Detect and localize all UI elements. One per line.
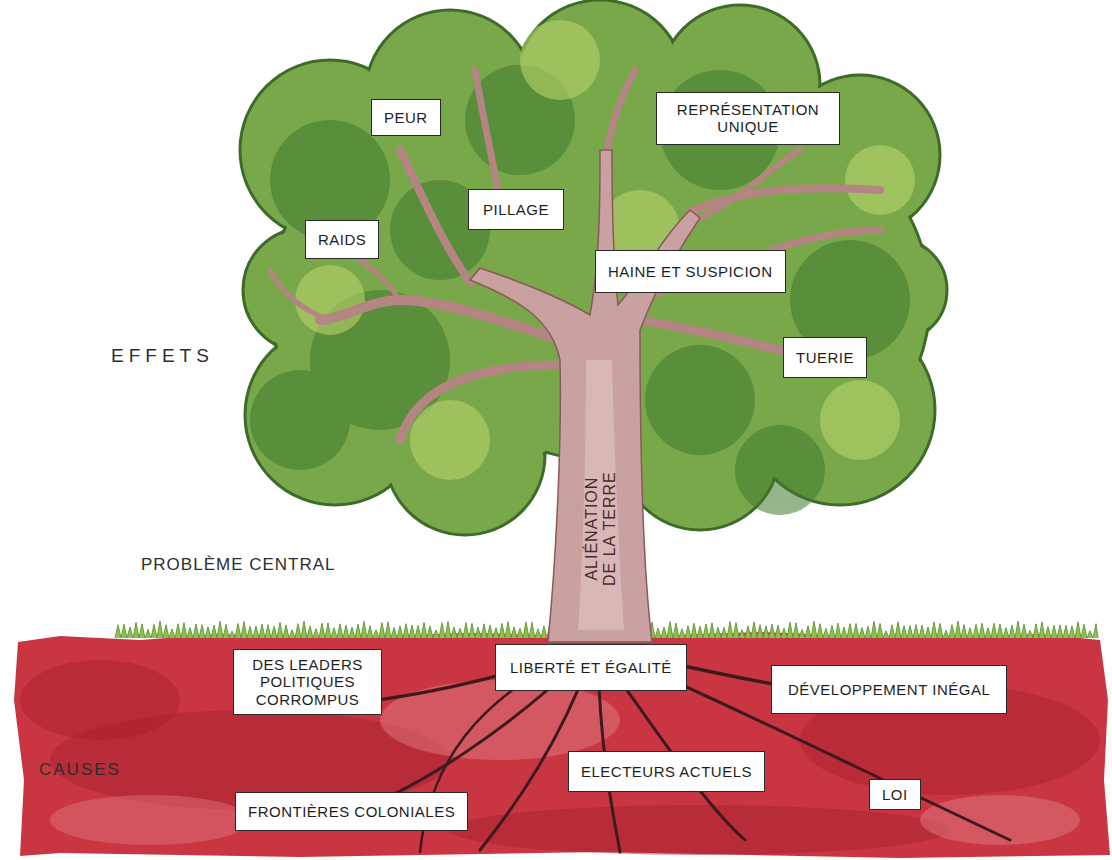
problem-tree-box: LIBERTÉ ET ÉGALITÉ [495,644,687,691]
problem-tree-box: REPRÉSENTATION UNIQUE [656,92,840,145]
section-label: CAUSES [39,760,121,780]
tree-shape [645,345,755,455]
problem-tree-box: PEUR [371,99,441,136]
problem-tree-box: PILLAGE [468,189,564,230]
box-text: TUERIE [796,349,854,366]
box-text: LOI [882,786,908,803]
tree-shape [578,360,624,630]
tree-shape [920,795,1080,845]
tree-shape [380,680,620,760]
problem-tree-box: DÉVELOPPEMENT INÉGAL [771,665,1007,714]
box-text: PILLAGE [483,201,549,218]
problem-tree-box: DES LEADERS POLITIQUES CORROMPUS [233,649,382,715]
tree-shape [735,425,825,515]
problem-tree-box: ELECTEURS ACTUELS [568,751,765,792]
tree-shape [475,70,500,200]
problem-tree-box: RAIDS [305,220,379,259]
trunk-label: ALIÉNATION DE LA TERRE [583,466,618,591]
problem-tree-box: HAINE ET SUSPICION [595,250,786,293]
section-label: EFFETS [111,345,214,367]
box-text: REPRÉSENTATION UNIQUE [667,101,829,136]
tree-shape [700,150,800,218]
box-text: DES LEADERS POLITIQUES CORROMPUS [244,656,371,708]
tree-shape [250,370,350,470]
tree-shape [410,400,490,480]
tree-shape [400,365,560,440]
box-text: DÉVELOPPEMENT INÉGAL [788,681,990,698]
box-text: FRONTIÈRES COLONIALES [248,803,455,820]
tree-shape [845,145,915,215]
box-text: RAIDS [318,231,366,248]
section-label: PROBLÈME CENTRAL [141,555,336,575]
tree-shape [520,20,600,100]
tree-shape [400,150,470,282]
box-text: ELECTEURS ACTUELS [581,763,752,780]
problem-tree-box: LOI [869,779,921,810]
problem-tree-box: FRONTIÈRES COLONIALES [235,792,468,831]
tree-shape [820,380,900,460]
tree-shape [20,660,180,740]
problem-tree-box: TUERIE [783,337,867,378]
box-text: PEUR [384,109,428,126]
tree-shape [14,632,1110,858]
tree-shape [295,265,365,335]
tree-shape [50,795,250,845]
box-text: HAINE ET SUSPICION [608,263,773,280]
box-text: LIBERTÉ ET ÉGALITÉ [510,659,672,676]
soil [14,632,1110,858]
tree-shape [270,270,330,320]
tree-shape [450,805,950,855]
tree-shape [640,320,800,355]
